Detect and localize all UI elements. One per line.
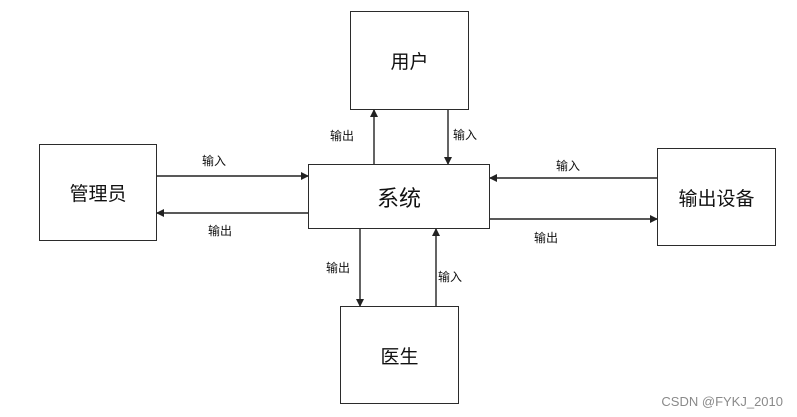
admin-node: 管理员: [39, 144, 157, 241]
label-system-to-doctor: 输出: [326, 261, 351, 275]
output-device-node: 输出设备: [657, 148, 776, 246]
label-system-to-device: 输出: [534, 231, 559, 245]
system-node: 系统: [308, 164, 490, 229]
doctor-node: 医生: [340, 306, 459, 404]
label-doctor-to-system: 输入: [438, 270, 463, 284]
user-node: 用户: [350, 11, 469, 110]
label-system-to-user: 输出: [330, 129, 355, 143]
label-user-to-system: 输入: [453, 128, 478, 142]
label-system-to-admin: 输出: [208, 224, 233, 238]
label-device-to-system: 输入: [556, 159, 581, 173]
label-admin-to-system: 输入: [202, 154, 227, 168]
watermark-text: CSDN @FYKJ_2010: [661, 394, 783, 409]
